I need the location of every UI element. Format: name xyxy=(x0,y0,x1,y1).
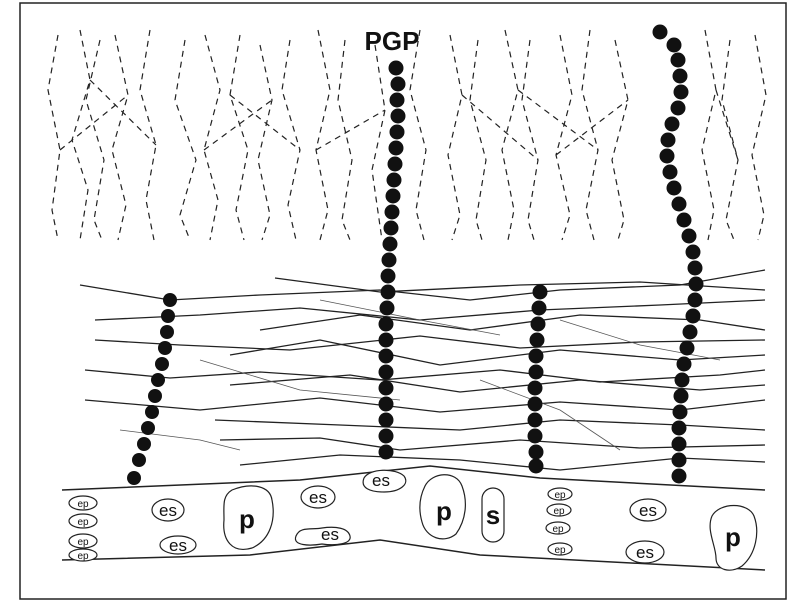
p-cell-3: p xyxy=(710,506,757,571)
ep-cell-group-right: ep ep ep ep xyxy=(546,488,572,556)
es-cell-1: es xyxy=(152,499,184,521)
epithelium-top-boundary xyxy=(62,466,765,490)
svg-text:ep: ep xyxy=(77,537,89,548)
diagram-border xyxy=(20,3,786,599)
svg-text:ep: ep xyxy=(554,545,566,556)
dashed-fiber-region xyxy=(48,30,766,240)
pgp-label: PGP xyxy=(365,26,420,56)
p-cell-2: p xyxy=(420,475,466,539)
es-cell-5: es xyxy=(363,470,406,492)
es-cell-3: es xyxy=(301,486,335,508)
bead-chain-right xyxy=(653,25,704,484)
es-cell-2: es xyxy=(160,536,196,555)
svg-text:es: es xyxy=(372,471,390,490)
ep-cell-group-left: ep ep ep ep xyxy=(69,496,97,562)
svg-text:p: p xyxy=(239,504,255,534)
es-cell-6: es xyxy=(630,499,666,521)
svg-text:p: p xyxy=(725,522,741,552)
svg-text:es: es xyxy=(639,501,657,520)
svg-text:s: s xyxy=(486,500,500,530)
bead-chain-center-right xyxy=(528,285,548,474)
svg-text:es: es xyxy=(159,501,177,520)
solid-fiber-region xyxy=(80,270,765,470)
svg-text:ep: ep xyxy=(77,499,89,510)
svg-text:ep: ep xyxy=(77,517,89,528)
svg-text:ep: ep xyxy=(552,524,564,535)
svg-text:p: p xyxy=(436,496,452,526)
svg-text:es: es xyxy=(309,488,327,507)
es-cell-4: es xyxy=(295,525,350,545)
svg-text:es: es xyxy=(636,543,654,562)
svg-text:ep: ep xyxy=(77,551,89,562)
svg-text:es: es xyxy=(321,525,339,544)
svg-text:es: es xyxy=(169,536,187,555)
s-cell: s xyxy=(482,488,504,542)
bead-chain-pgp xyxy=(379,61,406,460)
svg-text:ep: ep xyxy=(553,506,565,517)
svg-text:ep: ep xyxy=(554,490,566,501)
p-cell-1: p xyxy=(224,486,273,549)
es-cell-7: es xyxy=(626,541,664,563)
bead-chain-left xyxy=(127,293,177,485)
